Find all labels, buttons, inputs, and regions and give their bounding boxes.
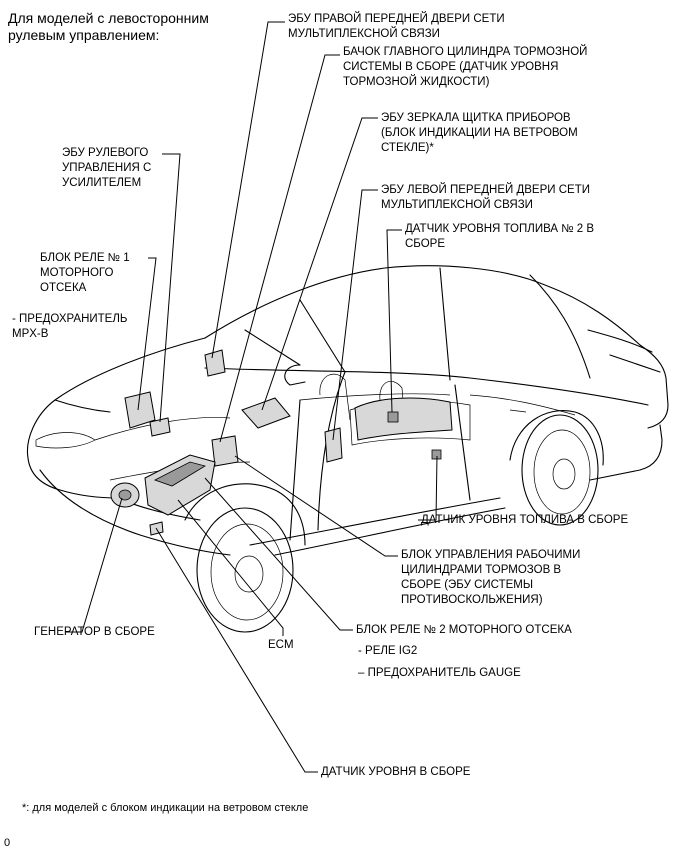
label-line: ДАТЧИК УРОВНЯ ТОПЛИВА В СБОРЕ bbox=[421, 514, 629, 526]
label-line: (БЛОК ИНДИКАЦИИ НА ВЕТРОВОМ bbox=[381, 127, 578, 139]
label-line: ЭБУ ЗЕРКАЛА ЩИТКА ПРИБОРОВ bbox=[381, 112, 571, 124]
fuel-tank-part bbox=[354, 397, 453, 441]
label-line: БЛОК РЕЛЕ № 2 МОТОРНОГО ОТСЕКА bbox=[356, 624, 572, 636]
label-line: МОТОРНОГО bbox=[40, 267, 114, 279]
door-ecu-right-part bbox=[204, 349, 226, 377]
leader-power-steering bbox=[159, 153, 181, 423]
label-level-sensor: ДАТЧИК УРОВНЯ В СБОРЕ bbox=[321, 765, 470, 780]
label-line: - РЕЛЕ IG2 bbox=[358, 645, 418, 657]
label-line: СТЕКЛЕ)* bbox=[381, 142, 434, 154]
label-relay-ig2: - РЕЛЕ IG2 bbox=[358, 644, 417, 659]
meter-mirror-ecu-part bbox=[241, 397, 291, 429]
label-brake-actuator: БЛОК УПРАВЛЕНИЯ РАБОЧИМИ ЦИЛИНДРАМИ ТОРМ… bbox=[401, 548, 580, 608]
leader-fuel-sender-2 bbox=[386, 229, 402, 413]
label-fuel-sender: ДАТЧИК УРОВНЯ ТОПЛИВА В СБОРЕ bbox=[421, 513, 628, 528]
leader-master-cylinder bbox=[219, 54, 340, 443]
label-line: ЭБУ РУЛЕВОГО bbox=[62, 147, 149, 159]
label-power-steering-ecu: ЭБУ РУЛЕВОГО УПРАВЛЕНИЯ С УСИЛИТЕЛЕМ bbox=[62, 146, 151, 191]
label-line: МУЛЬТИПЛЕКСНОЙ СВЯЗИ bbox=[288, 28, 440, 40]
label-fuse-mpx-b: - ПРЕДОХРАНИТЕЛЬ MPX-B bbox=[12, 312, 127, 342]
leader-level-sensor bbox=[155, 527, 318, 773]
fuel-sender-2-part bbox=[387, 411, 399, 423]
label-line: – ПРЕДОХРАНИТЕЛЬ GAUGE bbox=[358, 667, 521, 679]
leader-fuel-sender bbox=[418, 455, 438, 521]
label-line: БЛОК УПРАВЛЕНИЯ РАБОЧИМИ bbox=[401, 549, 581, 561]
label-fuse-gauge: – ПРЕДОХРАНИТЕЛЬ GAUGE bbox=[358, 666, 521, 681]
label-line: MPX-B bbox=[12, 328, 49, 340]
label-line: ГЕНЕРАТОР В СБОРЕ bbox=[34, 626, 155, 638]
car-body-outline bbox=[26, 265, 669, 633]
label-line: ЭБУ ЛЕВОЙ ПЕРЕДНЕЙ ДВЕРИ СЕТИ bbox=[381, 184, 590, 196]
footnote: *: для моделей с блоком индикации на вет… bbox=[22, 802, 309, 814]
label-line: - ПРЕДОХРАНИТЕЛЬ bbox=[12, 313, 128, 325]
label-line: СИСТЕМЫ В СБОРЕ (ДАТЧИК УРОВНЯ bbox=[343, 61, 559, 73]
leader-lines bbox=[66, 21, 438, 773]
label-line: БЛОК РЕЛЕ № 1 bbox=[40, 252, 130, 264]
label-line: МУЛЬТИПЛЕКСНОЙ СВЯЗИ bbox=[381, 199, 533, 211]
header-line: рулевым управлением: bbox=[8, 27, 160, 43]
label-meter-mirror-ecu: ЭБУ ЗЕРКАЛА ЩИТКА ПРИБОРОВ (БЛОК ИНДИКАЦ… bbox=[381, 111, 578, 156]
label-line: УПРАВЛЕНИЯ С bbox=[62, 162, 152, 174]
leader-generator bbox=[66, 497, 123, 633]
leader-relay-block-2 bbox=[204, 477, 353, 631]
header-line: Для моделей с левосторонним bbox=[8, 10, 209, 26]
door-ecu-left-part bbox=[324, 427, 343, 463]
label-ecm: ECM bbox=[268, 638, 294, 653]
label-line: УСИЛИТЕЛЕМ bbox=[62, 177, 142, 189]
leader-door-ecu-left bbox=[332, 189, 378, 441]
leader-brake-actuator bbox=[234, 455, 398, 557]
power-steering-ecu-part bbox=[149, 417, 171, 437]
label-line: БАЧОК ГЛАВНОГО ЦИЛИНДРА ТОРМОЗНОЙ bbox=[343, 46, 588, 58]
label-line: ТОРМОЗНОЙ ЖИДКОСТИ) bbox=[343, 76, 490, 88]
label-relay-block-2: БЛОК РЕЛЕ № 2 МОТОРНОГО ОТСЕКА bbox=[356, 623, 572, 638]
leader-relay-block-1 bbox=[137, 257, 157, 411]
label-fuel-sender-2: ДАТЧИК УРОВНЯ ТОПЛИВА № 2 В СБОРЕ bbox=[405, 222, 594, 252]
diagram-header: Для моделей с левосторонним рулевым упра… bbox=[8, 10, 209, 44]
label-relay-block-1: БЛОК РЕЛЕ № 1 МОТОРНОГО ОТСЕКА bbox=[40, 251, 130, 296]
label-line: ПРОТИВОСКОЛЬЖЕНИЯ) bbox=[401, 594, 543, 606]
components bbox=[110, 349, 453, 536]
label-door-ecu-left: ЭБУ ЛЕВОЙ ПЕРЕДНЕЙ ДВЕРИ СЕТИ МУЛЬТИПЛЕК… bbox=[381, 183, 590, 213]
figure-id: 0 bbox=[4, 837, 11, 849]
label-line: СБОРЕ bbox=[405, 238, 446, 250]
label-master-cylinder: БАЧОК ГЛАВНОГО ЦИЛИНДРА ТОРМОЗНОЙ СИСТЕМ… bbox=[343, 45, 587, 90]
label-line: ECM bbox=[268, 639, 294, 651]
label-line: ДАТЧИК УРОВНЯ ТОПЛИВА № 2 В bbox=[405, 223, 595, 235]
label-line: ЦИЛИНДРАМИ ТОРМОЗОВ В bbox=[401, 564, 562, 576]
label-line: ЭБУ ПРАВОЙ ПЕРЕДНЕЙ ДВЕРИ СЕТИ bbox=[288, 13, 505, 25]
relay-block-1-part bbox=[124, 391, 156, 429]
leader-door-ecu-right bbox=[211, 21, 285, 359]
label-line: СБОРЕ (ЭБУ СИСТЕМЫ bbox=[401, 579, 534, 591]
leader-ecm bbox=[177, 499, 284, 636]
label-generator: ГЕНЕРАТОР В СБОРЕ bbox=[34, 625, 155, 640]
master-cylinder-part bbox=[211, 435, 239, 467]
relay-block-2-part bbox=[144, 454, 216, 516]
label-line: ДАТЧИК УРОВНЯ В СБОРЕ bbox=[321, 766, 471, 778]
label-line: ОТСЕКА bbox=[40, 282, 87, 294]
label-door-ecu-right: ЭБУ ПРАВОЙ ПЕРЕДНЕЙ ДВЕРИ СЕТИ МУЛЬТИПЛЕ… bbox=[288, 12, 505, 42]
leader-meter-mirror bbox=[261, 117, 378, 411]
